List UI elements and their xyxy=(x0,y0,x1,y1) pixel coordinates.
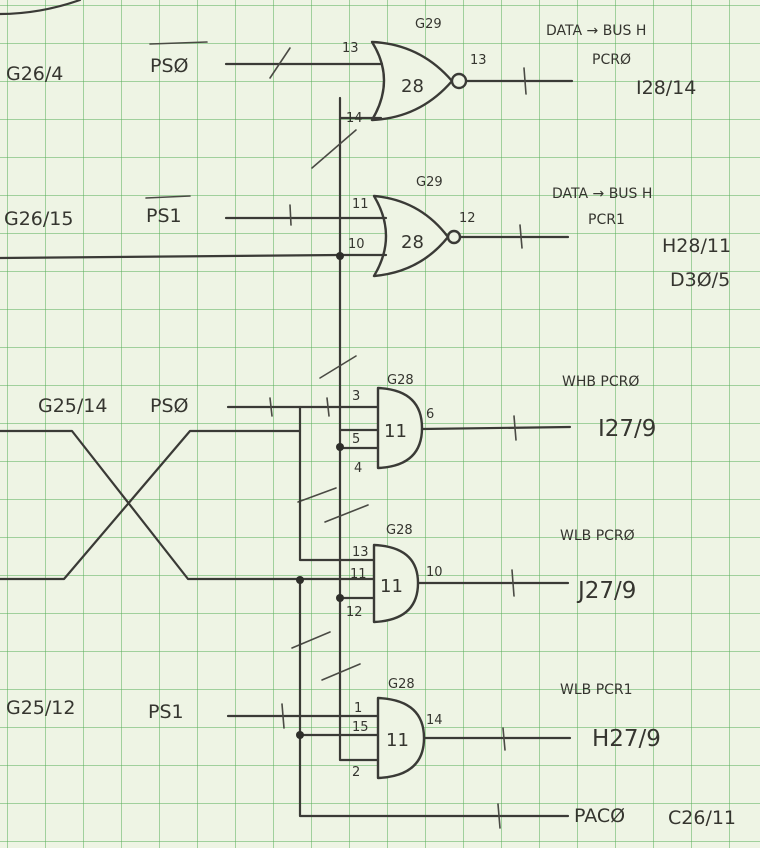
pin-13b: 13 xyxy=(352,545,369,560)
label-pcr1: PCR1 xyxy=(588,212,625,228)
bus-tick xyxy=(297,487,337,503)
label-pac0: PACØ xyxy=(574,805,625,827)
wire-and1-out xyxy=(420,425,572,431)
bus-tick xyxy=(511,569,515,597)
pin-11b: 11 xyxy=(350,567,367,582)
chip-g29-2: G29 xyxy=(416,175,443,190)
pin-12b: 12 xyxy=(346,605,363,620)
bus-tick xyxy=(324,504,369,523)
signal-ps0-bar: PSØ xyxy=(150,55,188,77)
bus-tick xyxy=(319,355,357,379)
ref-h28-11: H28/11 xyxy=(662,235,731,257)
bus-tick xyxy=(513,415,517,441)
gate-number: 11 xyxy=(386,730,409,751)
label-pcr0: PCRØ xyxy=(592,52,631,68)
pin-14-out: 14 xyxy=(426,713,443,728)
bus-tick xyxy=(326,397,330,417)
junction-dot xyxy=(296,731,304,739)
ref-g25-12: G25/12 xyxy=(6,697,75,719)
bus-tick xyxy=(311,129,357,169)
bus-tick xyxy=(281,703,285,729)
overbar xyxy=(145,195,191,199)
label-data-bus-1: DATA → BUS H xyxy=(546,23,646,39)
wire-ps0-branch xyxy=(298,405,380,562)
bus-tick xyxy=(269,397,273,417)
nor-gate-1-bubble xyxy=(450,72,468,90)
ref-i27-9: I27/9 xyxy=(598,416,656,442)
gate-number: 11 xyxy=(384,421,407,442)
pin-15: 15 xyxy=(352,720,369,735)
ref-g26-15: G26/15 xyxy=(4,208,73,230)
bus-tick xyxy=(289,204,292,226)
ref-d30-5: D3Ø/5 xyxy=(670,269,730,291)
label-wlb-pcr1: WLB PCR1 xyxy=(560,682,633,698)
chip-g28-1: G28 xyxy=(387,373,414,388)
chip-g28-2: G28 xyxy=(386,523,413,538)
gate-number: 28 xyxy=(401,232,424,253)
label-whb-pcr0: WHB PCRØ xyxy=(562,374,639,390)
nor-gate-1 xyxy=(370,40,468,122)
chip-g29-1: G29 xyxy=(415,17,442,32)
bus-tick xyxy=(291,631,331,649)
signal-ps1: PS1 xyxy=(148,701,184,723)
pin-13: 13 xyxy=(342,41,359,56)
bus-tick xyxy=(502,727,506,751)
chip-g28-3: G28 xyxy=(388,677,415,692)
pin-1: 1 xyxy=(354,701,362,716)
pin-10: 10 xyxy=(348,237,365,252)
pin-4: 4 xyxy=(354,461,362,476)
overbar xyxy=(149,41,208,45)
pin-13-out: 13 xyxy=(470,53,487,68)
bus-tick xyxy=(523,67,527,95)
ref-j27-9: J27/9 xyxy=(576,578,636,604)
signal-ps0: PSØ xyxy=(150,395,188,417)
ref-g25-14: G25/14 xyxy=(38,395,107,417)
wire-cross-a xyxy=(0,429,380,581)
junction-dot xyxy=(296,576,304,584)
pin-2: 2 xyxy=(352,765,360,780)
label-wlb-pcr0: WLB PCRØ xyxy=(560,528,635,544)
wire-common-vertical xyxy=(338,96,380,762)
junction-dot xyxy=(336,443,344,451)
pin-5: 5 xyxy=(352,432,360,447)
pin-6: 6 xyxy=(426,407,434,422)
ref-i28-14: I28/14 xyxy=(636,77,696,99)
nor-gate-2-body xyxy=(372,194,450,278)
partial-arc xyxy=(0,0,82,16)
bus-tick xyxy=(321,663,361,681)
nor-gate-2 xyxy=(372,194,462,278)
gate-number: 11 xyxy=(380,576,403,597)
junction-dot xyxy=(336,594,344,602)
bus-tick xyxy=(497,803,501,829)
wire-cross-b xyxy=(0,429,302,581)
pin-10-out: 10 xyxy=(426,565,443,580)
pin-11: 11 xyxy=(352,197,369,212)
pin-14: 14 xyxy=(346,111,363,126)
nor-gate-1-body xyxy=(370,40,454,122)
ref-c26-11: C26/11 xyxy=(668,807,736,829)
bus-tick xyxy=(519,224,523,249)
pin-12-out: 12 xyxy=(459,211,476,226)
nor-gate-2-bubble xyxy=(446,229,462,245)
wire-pac0 xyxy=(298,578,570,818)
gate-number: 28 xyxy=(401,76,424,97)
wire-nor2-in10 xyxy=(0,253,388,260)
label-data-bus-2: DATA → BUS H xyxy=(552,186,652,202)
junction-dot xyxy=(336,252,344,260)
ref-h27-9: H27/9 xyxy=(592,726,661,752)
signal-ps1-bar: PS1 xyxy=(146,205,182,227)
bus-tick xyxy=(269,47,291,79)
ref-g26-4: G26/4 xyxy=(6,63,63,85)
pin-3: 3 xyxy=(352,389,360,404)
